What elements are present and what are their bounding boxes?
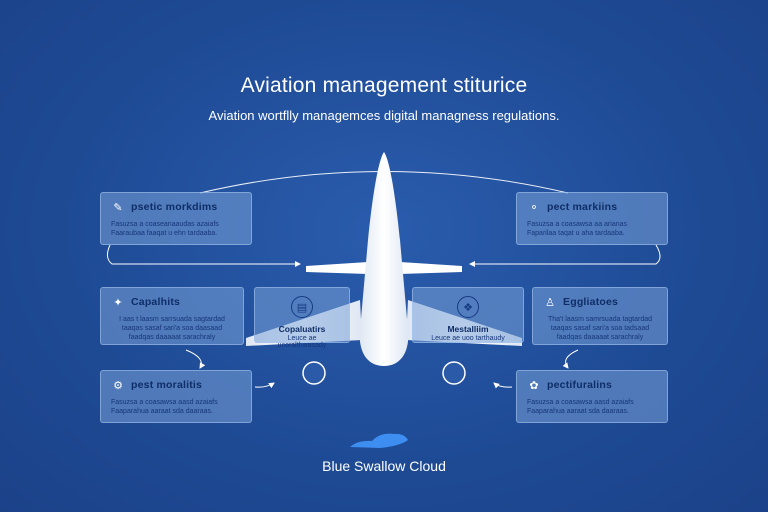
brand-name: Blue Swallow Cloud bbox=[322, 458, 446, 474]
card-center-right: ❖ Mestalliim Leuce ae uoo tarthaudy bbox=[412, 287, 524, 343]
cloud-logo-icon bbox=[350, 433, 408, 448]
card-mid-left: ✦ Capalhits I aas t laasm sarrsuada sagt… bbox=[100, 287, 244, 345]
compass-icon: ❖ bbox=[457, 296, 479, 318]
card-body: Fasuzsa a coasawsa aa arianas Faparilaa … bbox=[527, 220, 657, 238]
card-line: Faaparahua aaraat sda daaraas. bbox=[527, 408, 629, 415]
card-title: pest moralitis bbox=[131, 379, 203, 391]
badge-icon: ✿ bbox=[529, 379, 539, 392]
gears-icon: ⚙ bbox=[113, 379, 123, 392]
card-line: Faaraubaa faaqat u ehn tardaaba. bbox=[111, 230, 218, 237]
card-title: Capalhits bbox=[131, 296, 181, 308]
card-line: Fasuzsa a coasawsa aa arianas bbox=[527, 221, 627, 228]
chart-icon: ▤ bbox=[291, 296, 313, 318]
card-top-left: ✎ psetic morkdims Fasuzsa a coaseanaauda… bbox=[100, 192, 252, 245]
card-title: pect markiins bbox=[547, 201, 618, 213]
card-subtitle: Leuce ae uoo tarthaudy bbox=[431, 335, 505, 342]
chat-bubble-icon: ⚬ bbox=[529, 201, 539, 214]
card-line: Fasuzsa a coasawsa aasd azaiafs bbox=[111, 399, 218, 406]
page-subtitle: Aviation wortflly managemces digital man… bbox=[208, 108, 560, 123]
card-line: faadqas daaaaat sarachraly bbox=[556, 334, 644, 341]
card-title: Mestalliim bbox=[447, 324, 489, 334]
card-line: faadqas daaaaat sarachraly bbox=[128, 334, 216, 341]
pen-icon: ✎ bbox=[113, 201, 123, 214]
card-center-left: ▤ Copaluatirs Leuce ae ucoralthwasady bbox=[254, 287, 350, 349]
card-line: I aas t laasm sarrsuada sagtardad bbox=[119, 316, 225, 323]
page-title: Aviation management stiturice bbox=[240, 74, 528, 97]
left-small-arrow-1 bbox=[185, 349, 206, 369]
card-subtitle: Leuce ae ucoralthwasady bbox=[277, 335, 327, 349]
card-body: Fasuzsa a coasawsa aasd azaiafs Faaparah… bbox=[111, 398, 241, 416]
card-bottom-right: ✿ pectifuralins Fasuzsa a coasawsa aasd … bbox=[516, 370, 668, 423]
right-connector bbox=[469, 244, 661, 267]
card-title: Eggliatoes bbox=[563, 296, 619, 308]
card-body: Fasuzsa a coaseanaaudas azaiafs Faarauba… bbox=[111, 220, 241, 238]
person-icon: ♙ bbox=[545, 296, 555, 309]
card-body: Tha't laasm samrsuada tagtardad taaqas s… bbox=[543, 315, 657, 342]
card-line: Faaparahua aaraat sda daaraas. bbox=[111, 408, 213, 415]
left-small-arrow-2 bbox=[254, 382, 275, 389]
card-body: I aas t laasm sarrsuada sagtardad taaqas… bbox=[111, 315, 233, 342]
card-bottom-left: ⚙ pest moralitis Fasuzsa a coasawsa aasd… bbox=[100, 370, 252, 423]
card-line: Fasuzsa a coaseanaaudas azaiafs bbox=[111, 221, 219, 228]
card-body: Fasuzsa a coasawsa aasd azaiafs Faaparah… bbox=[527, 398, 657, 416]
right-small-arrow-1 bbox=[562, 349, 579, 369]
card-title: psetic morkdims bbox=[131, 201, 218, 213]
card-line: taaqas sasaf sari'a soa tadsaad bbox=[550, 325, 650, 332]
bird-icon: ✦ bbox=[113, 296, 123, 309]
card-title: Copaluatirs bbox=[278, 324, 326, 334]
card-line: Fasuzsa a coasawsa aasd azaiafs bbox=[527, 399, 634, 406]
card-title: pectifuralins bbox=[547, 379, 613, 391]
right-small-arrow-2 bbox=[493, 382, 513, 389]
airplane-icon bbox=[246, 152, 522, 385]
card-line: Tha't laasm samrsuada tagtardad bbox=[547, 316, 653, 323]
card-mid-right: ♙ Eggliatoes Tha't laasm samrsuada tagta… bbox=[532, 287, 668, 345]
left-connector bbox=[106, 244, 301, 267]
card-line: taaqas sasaf sari'a soa daasaad bbox=[121, 325, 223, 332]
card-line: Faparilaa taqat u aha tardaaba. bbox=[527, 230, 625, 237]
card-top-right: ⚬ pect markiins Fasuzsa a coasawsa aa ar… bbox=[516, 192, 668, 245]
